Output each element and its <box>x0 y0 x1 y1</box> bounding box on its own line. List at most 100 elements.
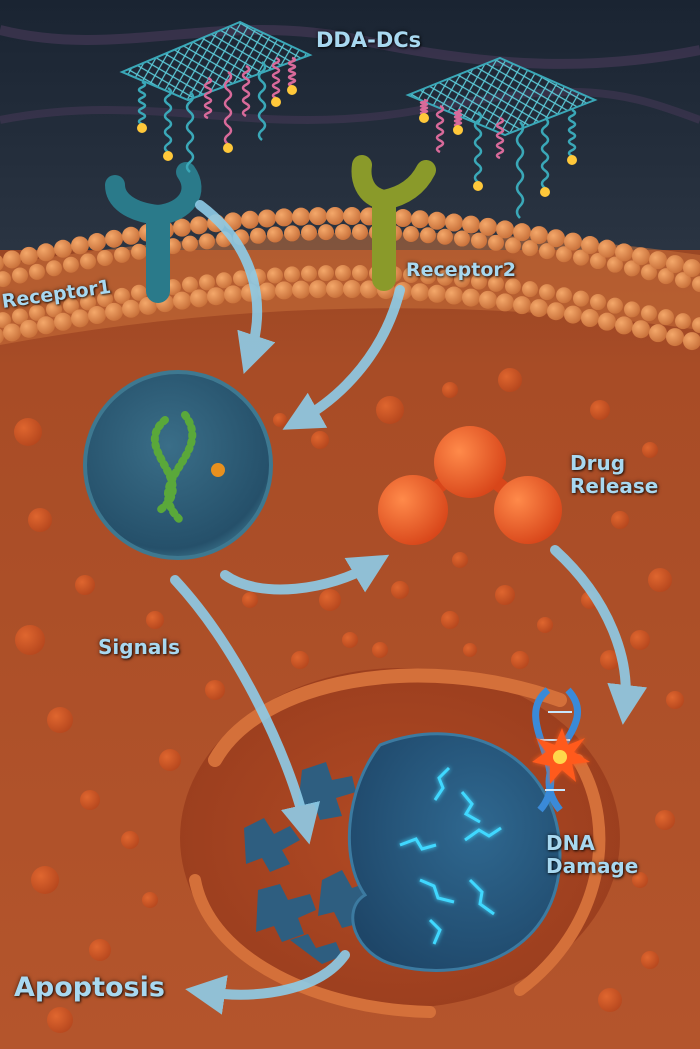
lipid-head <box>649 324 667 343</box>
lipid-head <box>632 247 650 266</box>
droplet <box>205 680 225 700</box>
lipid-head <box>3 323 21 342</box>
lipid-head <box>292 280 310 299</box>
lipid-head <box>437 269 453 286</box>
droplet <box>311 431 329 449</box>
arrow-endosome-to-drug <box>220 554 390 595</box>
droplet <box>600 650 620 670</box>
droplet <box>666 691 684 709</box>
drug-payload <box>271 97 281 107</box>
lipid-head <box>267 226 283 243</box>
lipid-head <box>309 207 327 226</box>
lipid-head <box>505 237 521 254</box>
lipid-head <box>318 224 334 241</box>
lipid-head <box>292 207 310 226</box>
droplet <box>641 951 659 969</box>
drug-release-line2: Release <box>570 474 659 498</box>
lipid-head <box>513 296 531 315</box>
droplet <box>648 568 672 592</box>
dna-strand <box>223 71 233 145</box>
lipid-head <box>454 271 470 288</box>
lipid-head <box>199 233 215 250</box>
lipid-head <box>590 294 606 311</box>
arrow-to-apoptosis <box>185 950 350 1015</box>
lipid-head <box>624 260 640 277</box>
droplet <box>89 939 111 961</box>
lipid-head <box>547 302 565 321</box>
dna-strand <box>453 108 463 128</box>
dna-strand <box>515 121 525 219</box>
signals-label: Signals <box>98 635 181 659</box>
dna-nanostructure-1 <box>119 20 313 173</box>
lipid-head <box>29 304 45 321</box>
lipid-head <box>343 207 361 226</box>
lipid-head <box>284 225 300 242</box>
droplet <box>630 630 650 650</box>
droplet <box>441 611 459 629</box>
lipid-head <box>63 256 79 273</box>
lipid-head <box>624 301 640 318</box>
dda-dcs-label: DDA-DCs <box>316 28 422 52</box>
lipid-head <box>190 289 208 308</box>
lipid-head <box>530 226 548 245</box>
background-fiber <box>0 87 700 124</box>
lipid-head <box>522 240 538 257</box>
lipid-head <box>658 268 674 285</box>
lipid-head <box>437 228 453 245</box>
lipid-head <box>445 286 463 305</box>
droplet <box>342 632 358 648</box>
arrow-receptor2-to-endosome <box>282 285 405 430</box>
lipid-head <box>335 223 351 240</box>
drug-release-line1: Drug <box>570 451 626 475</box>
lipid-head <box>598 239 616 258</box>
droplet <box>14 418 42 446</box>
drug-cluster <box>378 426 562 545</box>
drug-payload <box>163 151 173 161</box>
lipid-head <box>233 270 249 287</box>
lipid-head <box>71 236 89 255</box>
lipid-head <box>182 235 198 252</box>
droplet <box>537 617 553 633</box>
lipid-head <box>12 308 28 325</box>
droplet <box>75 575 95 595</box>
drug-payload <box>137 123 147 133</box>
lipid-head <box>496 293 514 312</box>
lipid-head <box>641 264 657 281</box>
droplet <box>28 508 52 532</box>
lipid-head <box>394 209 412 228</box>
lipid-head <box>658 309 674 326</box>
droplet <box>31 866 59 894</box>
lipid-head <box>428 284 446 303</box>
dna-fragments <box>244 762 378 964</box>
lipid-head <box>0 255 4 271</box>
lipid-head <box>683 259 700 278</box>
lipid-head <box>88 306 106 325</box>
lipid-head <box>505 278 521 295</box>
lipid-head <box>513 223 531 242</box>
dna-strand <box>567 108 577 158</box>
dna-strand <box>257 61 267 141</box>
lipid-head <box>573 290 589 307</box>
drug-payload <box>567 155 577 165</box>
lipid-head <box>3 250 21 269</box>
droplet <box>442 382 458 398</box>
lipid-head <box>335 264 351 281</box>
droplet <box>642 442 658 458</box>
lipid-head <box>632 320 650 339</box>
lipid-head <box>301 265 317 282</box>
lipid-head <box>105 229 123 248</box>
lipid-head <box>20 246 38 265</box>
lipid-head <box>352 265 368 282</box>
lipid-head <box>590 253 606 270</box>
lipid-head <box>114 287 130 304</box>
drug-particle <box>211 463 225 477</box>
dna-damage-label: DNA Damage <box>546 832 638 878</box>
lipid-head <box>445 213 463 232</box>
lipid-head <box>530 299 548 318</box>
nuclear-envelope <box>189 874 436 1018</box>
lipid-head <box>360 280 378 299</box>
receptor2-label: Receptor2 <box>406 259 516 281</box>
lipid-head <box>250 227 266 244</box>
